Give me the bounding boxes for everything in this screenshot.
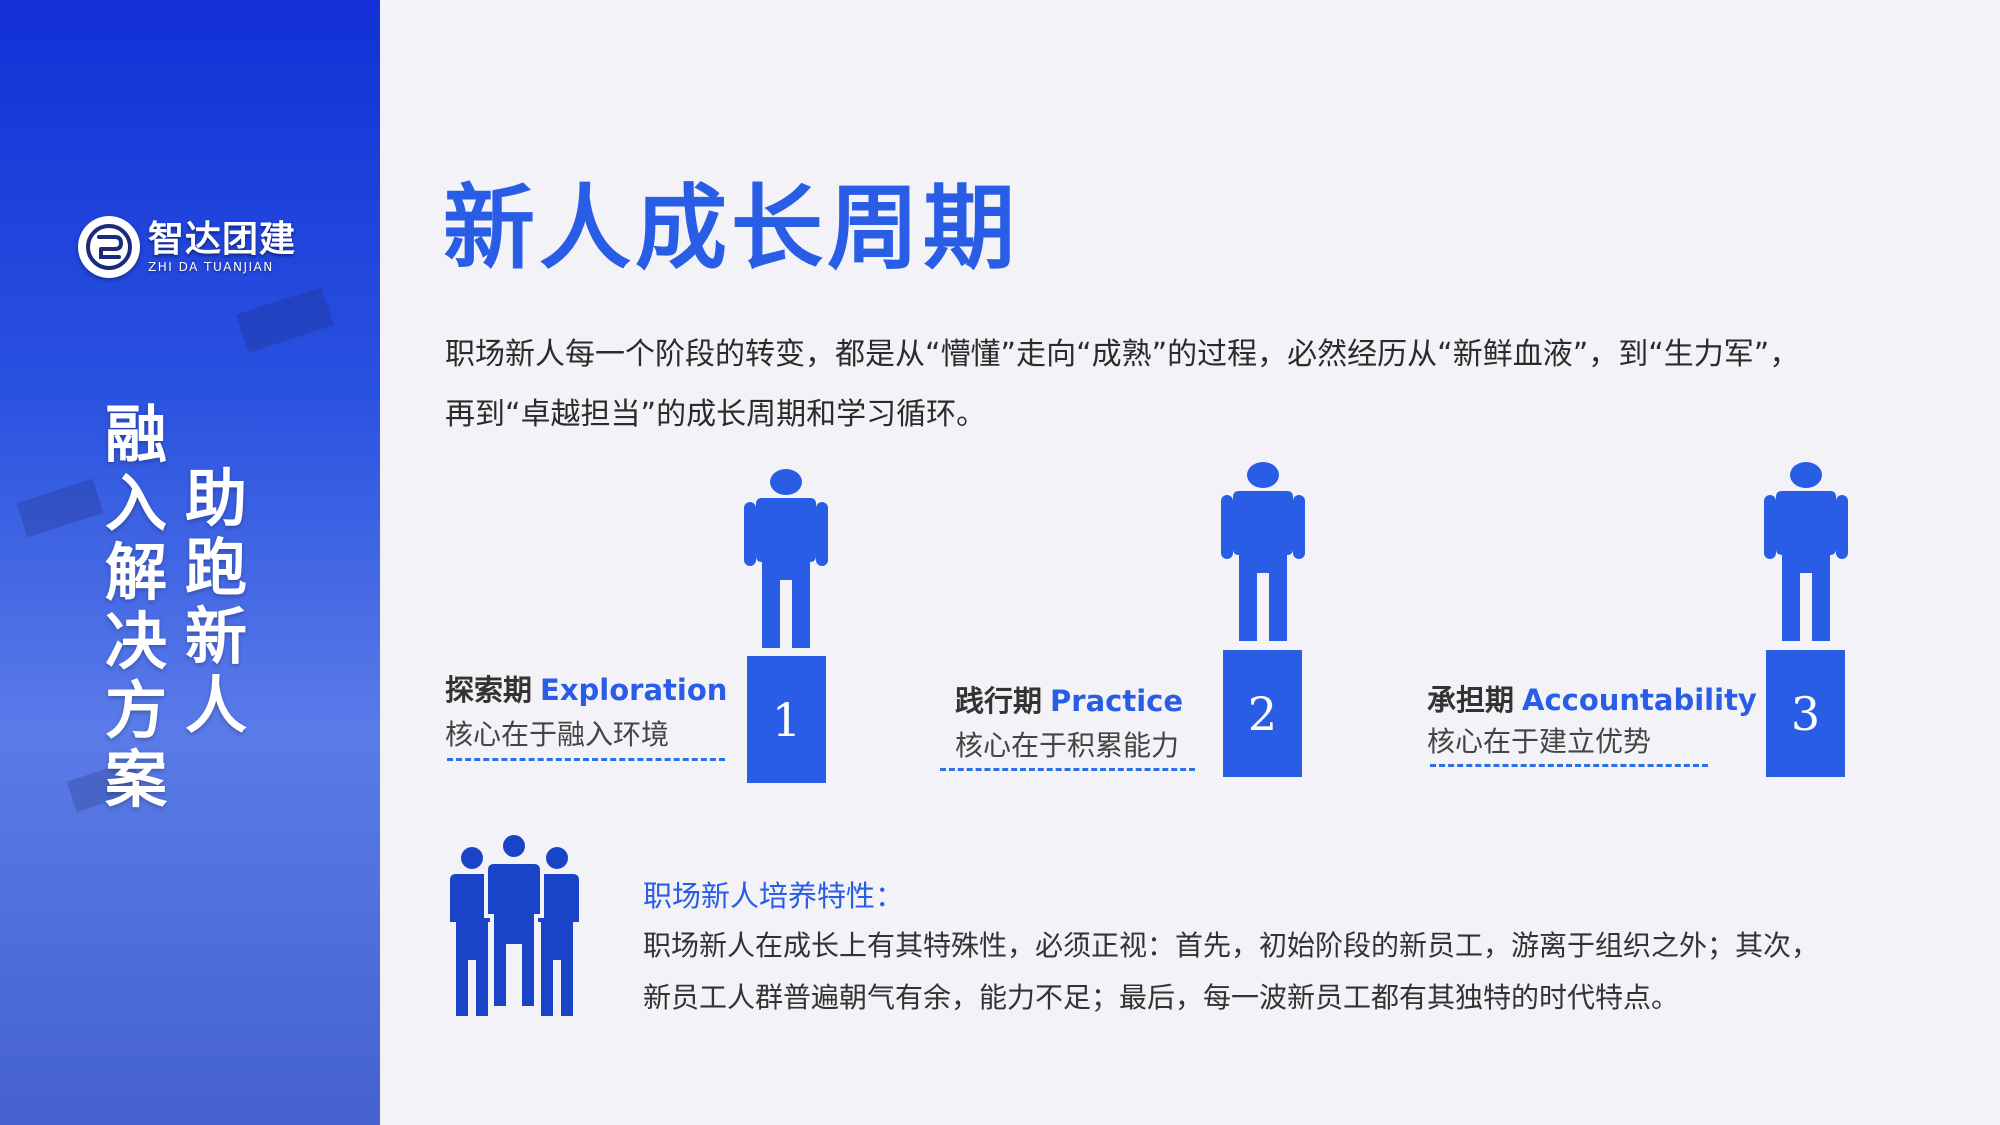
- sidebar: 智达团建 ZHI DA TUANJIAN 助跑新人 融入解决方案: [0, 0, 380, 1125]
- traits-line: 职场新人在成长上有其特殊性，必须正视：首先，初始阶段的新员工，游离于组织之外；其…: [643, 929, 1820, 962]
- stage-name-cn: 承担期: [1427, 683, 1515, 717]
- dashed-underline: [940, 768, 1195, 771]
- decorative-cap: [236, 287, 334, 353]
- traits-body: 职场新人在成长上有其特殊性，必须正视：首先，初始阶段的新员工，游离于组织之外；其…: [643, 920, 1903, 1024]
- stage-name-cn: 探索期: [445, 673, 533, 707]
- slogan-char: 跑: [184, 531, 247, 604]
- pedestal-1: 1: [747, 656, 826, 783]
- people-group-icon: [450, 831, 579, 1016]
- stage-desc: 核心在于积累能力: [955, 729, 1180, 762]
- traits-line: 新员工人群普遍朝气有余，能力不足；最后，每一波新员工都有其独特的时代特点。: [643, 981, 1680, 1014]
- stage-desc: 核心在于融入环境: [445, 718, 670, 751]
- dashed-underline: [1430, 764, 1708, 767]
- slogan-column-left: 融入解决方案: [101, 400, 171, 814]
- logo-mark-icon: [78, 216, 140, 278]
- brand-logo: 智达团建 ZHI DA TUANJIAN: [78, 212, 318, 282]
- stage-name-cn: 践行期: [955, 684, 1043, 718]
- intro-line: 再到“卓越担当”的成长周期和学习循环。: [445, 397, 987, 432]
- slogan-char: 人: [184, 669, 247, 742]
- stage-name-en: Exploration: [540, 673, 728, 707]
- slogan-char: 新: [184, 600, 247, 673]
- pedestal-2: 2: [1223, 650, 1302, 777]
- logo-text-en: ZHI DA TUANJIAN: [148, 259, 274, 274]
- pedestal-3: 3: [1766, 650, 1845, 777]
- stage-name-en: Practice: [1050, 684, 1183, 718]
- decorative-cap: [16, 478, 104, 538]
- slogan-char: 解: [104, 536, 167, 609]
- person-icon: [1221, 462, 1305, 641]
- person-icon: [1764, 462, 1848, 641]
- slogan-char: 助: [184, 462, 247, 535]
- slogan-char: 案: [104, 743, 167, 816]
- page-title: 新人成长周期: [443, 175, 1020, 282]
- person-icon: [744, 469, 828, 648]
- slogan-column-right: 助跑新人: [181, 464, 251, 740]
- intro-line: 职场新人每一个阶段的转变，都是从“懵懂”走向“成熟”的过程，必然经历从“新鲜血液…: [445, 337, 1800, 372]
- slogan-char: 融: [104, 398, 167, 471]
- dashed-underline: [447, 758, 725, 761]
- intro-paragraph: 职场新人每一个阶段的转变，都是从“懵懂”走向“成熟”的过程，必然经历从“新鲜血液…: [445, 325, 1925, 445]
- logo-text-cn: 智达团建: [148, 218, 297, 260]
- stage-desc: 核心在于建立优势: [1427, 725, 1652, 758]
- traits-heading: 职场新人培养特性：: [643, 879, 905, 913]
- slogan-char: 方: [104, 674, 167, 747]
- slogan-char: 入: [104, 467, 167, 540]
- slogan-char: 决: [104, 605, 167, 678]
- stage-name-en: Accountability: [1522, 683, 1757, 717]
